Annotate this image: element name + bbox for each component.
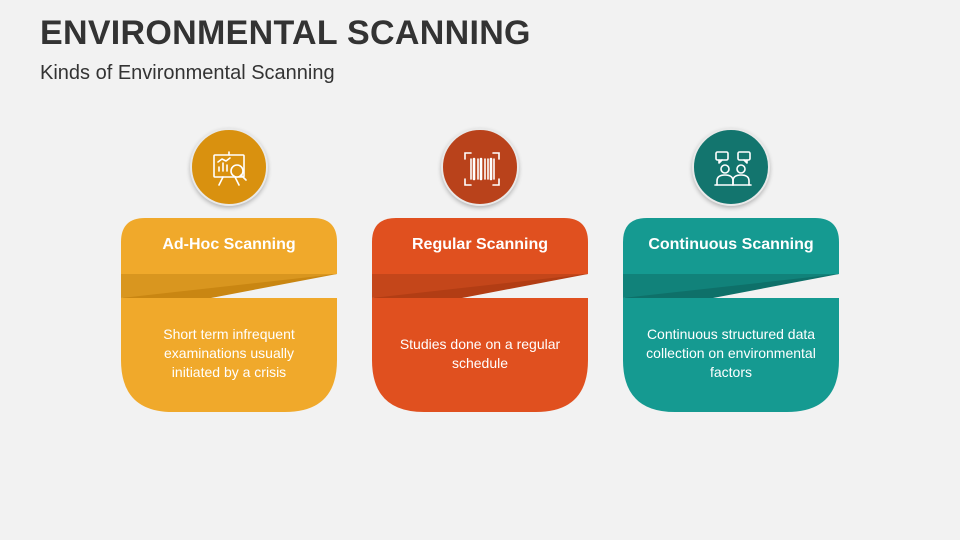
barcode-scan-icon	[464, 152, 500, 186]
card-icon-badge	[190, 128, 268, 206]
card-shape	[623, 218, 839, 412]
card-regular-scanning: Regular Scanning Studies done on a regul…	[372, 128, 588, 414]
card-description: Continuous structured data collection on…	[646, 326, 816, 380]
card-icon-badge	[441, 128, 519, 206]
page-title: ENVIRONMENTAL SCANNING	[40, 14, 531, 52]
card-description: Short term infrequent examinations usual…	[163, 326, 295, 380]
card-icon-badge	[692, 128, 770, 206]
card-continuous-scanning: Continuous Scanning Continuous structure…	[623, 128, 839, 414]
people-discussion-icon	[714, 151, 752, 186]
card-shape	[121, 218, 337, 412]
card-ad-hoc-scanning: Ad-Hoc Scanning Short term infrequent ex…	[121, 128, 337, 414]
presentation-analysis-icon	[213, 151, 247, 186]
card-title: Ad-Hoc Scanning	[162, 236, 296, 253]
page-subtitle: Kinds of Environmental Scanning	[40, 62, 335, 84]
card-shape	[372, 218, 588, 412]
card-description: Studies done on a regular schedule	[399, 336, 561, 371]
card-title: Regular Scanning	[411, 236, 549, 253]
card-title: Continuous Scanning	[648, 236, 814, 253]
